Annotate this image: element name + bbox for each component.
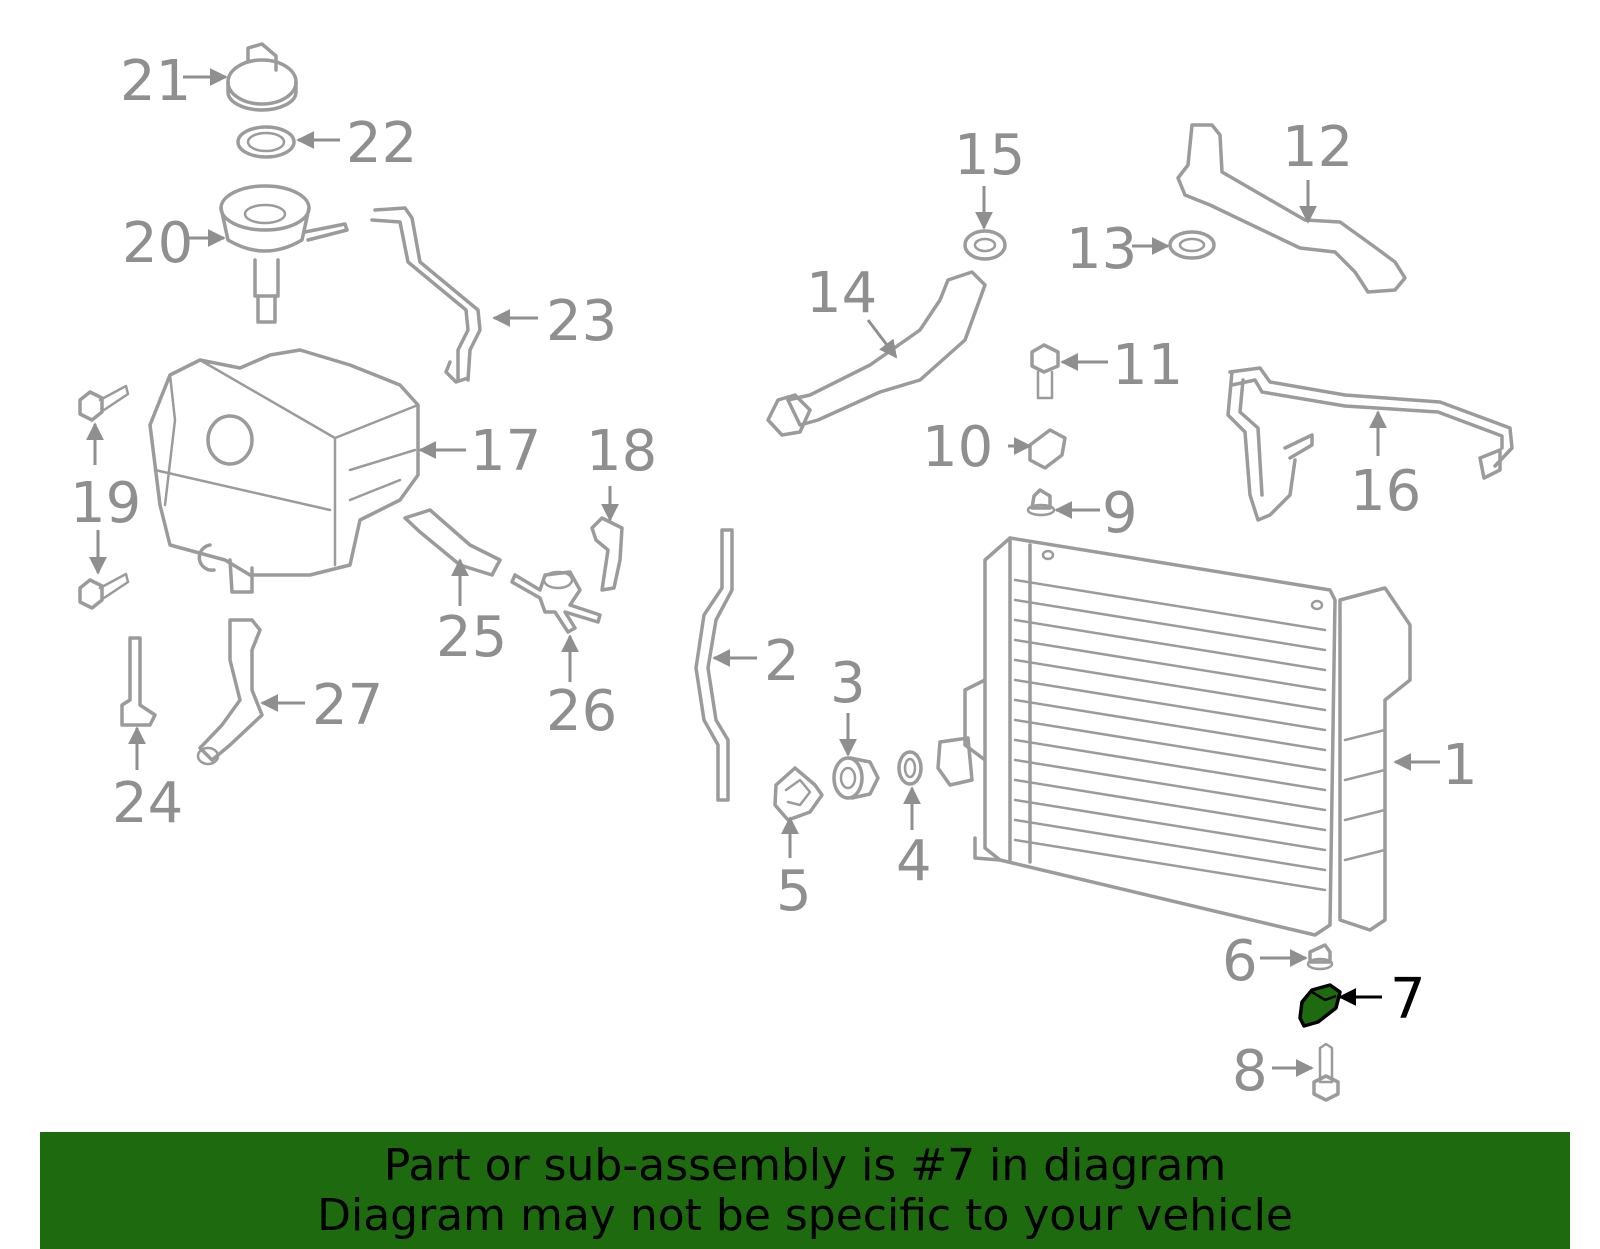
part-23-hose	[370, 206, 482, 384]
part-16-pipe	[1226, 366, 1514, 522]
part-19-bolts	[78, 384, 130, 610]
label-14: 14	[806, 261, 877, 326]
part-5-clip	[773, 766, 824, 822]
part-11-bolt	[1030, 343, 1060, 400]
part-6-bushing	[1306, 943, 1334, 971]
part-1-radiator	[936, 536, 1412, 937]
part-14-upper-hose	[766, 270, 987, 437]
label-17: 17	[470, 419, 541, 484]
part-17-reservoir	[148, 348, 420, 594]
label-6: 6	[1222, 929, 1258, 994]
parts-diagram: 21 22 20 23 17 18 19 25 26 27 24 2 3 4 5…	[70, 42, 1514, 1104]
label-24: 24	[112, 771, 183, 836]
label-9: 9	[1102, 481, 1138, 546]
label-15: 15	[954, 123, 1025, 188]
leader-arrows	[86, 68, 1440, 1077]
banner-line-1: Part or sub-assembly is #7 in diagram	[383, 1139, 1227, 1191]
label-8: 8	[1232, 1039, 1268, 1104]
label-10: 10	[922, 415, 993, 480]
label-18: 18	[586, 419, 657, 484]
part-12-lower-hose	[1176, 123, 1407, 294]
label-13: 13	[1066, 217, 1137, 282]
part-9-drain	[1026, 488, 1056, 517]
part-2-seal-strip	[694, 528, 734, 802]
label-4: 4	[896, 829, 932, 894]
info-banner: Part or sub-assembly is #7 in diagram Di…	[40, 1132, 1570, 1249]
part-3-grommet	[832, 756, 880, 800]
label-5: 5	[776, 859, 812, 924]
label-20: 20	[122, 211, 193, 276]
part-4-oring	[897, 750, 923, 786]
part-7-mount-highlighted	[1298, 983, 1342, 1028]
label-16: 16	[1350, 459, 1421, 524]
part-21-cap	[226, 42, 298, 112]
label-2: 2	[764, 629, 800, 694]
label-12: 12	[1282, 115, 1353, 180]
label-11: 11	[1112, 333, 1183, 398]
part-18-bracket	[590, 516, 624, 592]
part-22-seal	[236, 125, 296, 159]
label-7-highlighted: 7	[1390, 967, 1426, 1032]
label-25: 25	[436, 605, 507, 670]
part-8-bolt	[1312, 1042, 1340, 1102]
part-15-seal	[963, 229, 1007, 261]
part-25-sensor	[403, 508, 502, 577]
part-labels: 21 22 20 23 17 18 19 25 26 27 24 2 3 4 5…	[70, 49, 1478, 1104]
label-19: 19	[70, 471, 141, 536]
label-23: 23	[546, 289, 617, 354]
label-27: 27	[312, 673, 383, 738]
label-21: 21	[120, 49, 191, 114]
part-13-seal	[1168, 230, 1216, 260]
banner-line-2: Diagram may not be specific to your vehi…	[317, 1189, 1293, 1241]
label-3: 3	[830, 651, 866, 716]
part-24-clip	[120, 636, 157, 727]
part-10-plug	[1028, 428, 1067, 470]
label-1: 1	[1442, 733, 1478, 798]
part-26-valve	[510, 570, 602, 634]
label-26: 26	[546, 679, 617, 744]
part-27-hose	[196, 618, 264, 766]
part-20-filler-neck	[219, 184, 349, 324]
label-22: 22	[346, 111, 417, 176]
